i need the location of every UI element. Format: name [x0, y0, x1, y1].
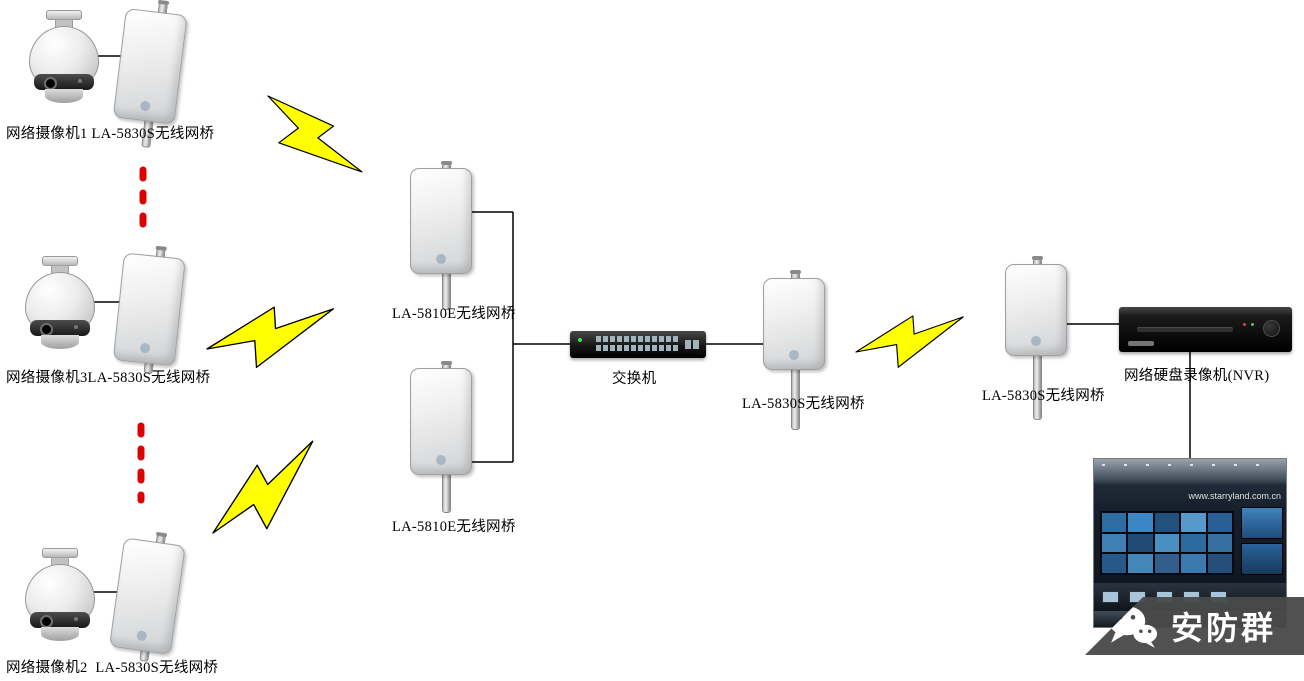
camera1-label: 网络摄像机1 LA-5830S无线网桥: [6, 126, 215, 142]
switch-uplink-ports: [685, 340, 699, 349]
ip-camera-2: [22, 548, 98, 644]
camera-lens-band: [30, 612, 90, 628]
side-screen: [1241, 507, 1283, 539]
room-ceiling: [1094, 459, 1286, 485]
bridge-central-bottom-label: LA-5810E无线网桥: [392, 519, 516, 535]
video-wall-screen: [1154, 513, 1180, 532]
antenna-panel: [112, 252, 186, 367]
side-screen: [1241, 543, 1283, 575]
video-wall-screen: [1128, 513, 1153, 532]
video-wall-screen: [1181, 554, 1206, 573]
ip-camera-1: [26, 10, 102, 106]
bridge-relay-label: LA-5830S无线网桥: [742, 396, 865, 412]
antenna-panel: [410, 168, 472, 274]
video-wall-screen: [1102, 533, 1127, 553]
antenna-panel: [108, 537, 186, 655]
wireless-link-bolt-camera2: [193, 435, 340, 553]
bridge-antenna-relay: [763, 270, 837, 430]
bridge-antenna-central-bottom: [410, 361, 484, 513]
camera-lens-band: [34, 74, 94, 90]
video-wall-screen: [1154, 533, 1180, 553]
bridge-central-top-label: LA-5810E无线网桥: [392, 306, 516, 322]
desk-monitor: [1102, 591, 1119, 603]
bridge-receiver-label: LA-5830S无线网桥: [982, 388, 1105, 404]
video-wall-screen: [1181, 533, 1206, 553]
switch-port-row: [596, 336, 680, 342]
wireless-link-bolt-camera1: [251, 74, 367, 202]
camera-base: [41, 335, 79, 349]
nvr-status-led: [1251, 323, 1254, 326]
antenna-panel: [410, 368, 472, 475]
video-wall-screen: [1207, 554, 1232, 573]
antenna-panel: [112, 7, 188, 125]
video-wall-screen: [1102, 513, 1127, 532]
nvr-label: 网络硬盘录像机(NVR): [1124, 368, 1270, 384]
camera2-label: 网络摄像机2 LA-5830S无线网桥: [6, 660, 219, 676]
ethernet-switch: [570, 331, 706, 358]
nvr-brand-plate: [1128, 341, 1154, 346]
camera-base: [41, 627, 79, 641]
switch-label: 交换机: [612, 371, 657, 387]
wechat-group-name: 安防群: [1171, 610, 1277, 646]
switch-power-led: [578, 338, 582, 342]
bridge-antenna-receiver: [1005, 256, 1079, 420]
nvr-power-button: [1263, 320, 1280, 337]
camera3-label: 网络摄像机3LA-5830S无线网桥: [6, 370, 211, 386]
ip-camera-3: [22, 256, 98, 352]
video-wall-screen: [1207, 513, 1232, 532]
nvr-device: [1119, 307, 1292, 352]
bridge-antenna-central-top: [410, 161, 484, 310]
camera-lens-band: [30, 320, 90, 336]
bridge-antenna-camera2: [107, 529, 198, 668]
video-wall-screen: [1128, 533, 1153, 553]
antenna-panel: [1005, 264, 1067, 356]
camera-base: [45, 89, 83, 103]
wireless-link-bolt-camera3: [203, 302, 338, 372]
video-wall-screen: [1154, 554, 1180, 573]
nvr-dvd-slot: [1137, 327, 1233, 332]
wireless-link-bolt-backhaul: [853, 311, 968, 371]
switch-port-row: [596, 345, 680, 351]
video-wall-screen: [1102, 554, 1127, 573]
photo-watermark: www.starryland.com.cn: [1188, 491, 1281, 501]
antenna-panel: [763, 278, 825, 370]
video-wall-screen: [1128, 554, 1153, 573]
video-wall-screen: [1207, 533, 1232, 553]
nvr-record-led: [1243, 323, 1246, 326]
video-wall-screen: [1181, 513, 1206, 532]
bridge-antenna-camera3: [112, 244, 199, 379]
video-wall: [1100, 511, 1234, 575]
